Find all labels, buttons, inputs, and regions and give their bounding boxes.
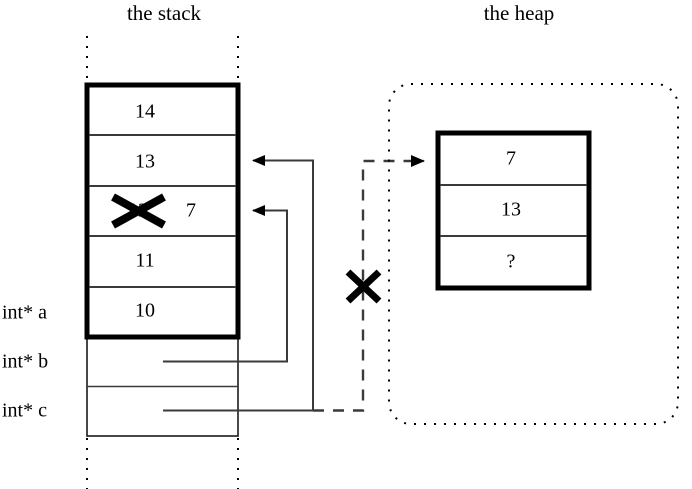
pointer-c-to-stack-cell bbox=[163, 155, 314, 412]
heap-cell-value-0: 7 bbox=[506, 148, 516, 170]
dangling-pointer-to-heap bbox=[313, 155, 425, 412]
stack-cell-value-4: 10 bbox=[135, 300, 155, 322]
pointer-b-to-stack-cell bbox=[163, 205, 288, 363]
heap-cell-value-1: 13 bbox=[501, 199, 521, 221]
stack-allocated-box bbox=[84, 82, 241, 340]
stack-label-a: int* a bbox=[2, 302, 47, 324]
stack-cell-value-2-new: 7 bbox=[186, 200, 196, 222]
stack-cell-value-3: 11 bbox=[135, 250, 154, 272]
struck-value-x-icon bbox=[111, 193, 166, 229]
stack-label-c: int* c bbox=[2, 400, 47, 422]
stack-label-b: int* b bbox=[2, 351, 48, 373]
invalid-pointer-x-icon bbox=[345, 269, 382, 304]
stack-title: the stack bbox=[127, 1, 202, 25]
stack-cell-value-1: 13 bbox=[135, 151, 155, 173]
heap-allocated-box bbox=[435, 130, 592, 291]
heap-title: the heap bbox=[484, 1, 555, 25]
stack-cell-value-0: 14 bbox=[135, 101, 155, 123]
heap-cell-value-2: ? bbox=[507, 251, 516, 273]
